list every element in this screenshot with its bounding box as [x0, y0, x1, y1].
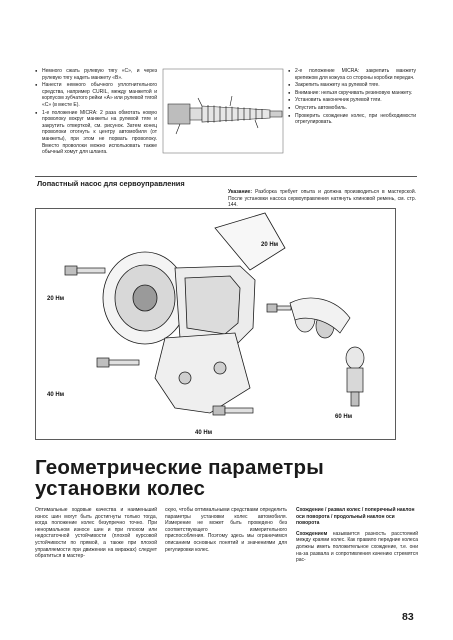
hose-fitting	[289, 297, 365, 407]
right-item-4: Установить наконечник рулевой тяги.	[288, 97, 416, 104]
bottom-col-3-para: Схождением называется разность расстояни…	[296, 531, 418, 564]
bottom-col-1: Оптимальные ходовые качества и наименьши…	[35, 507, 157, 561]
right-item-1: 2-е положение MICRA: закрепить манжету к…	[288, 68, 416, 81]
steering-boot-illustration	[162, 68, 284, 154]
left-item-3: 1-е положение MICRA: 2 раза обмотать нов…	[35, 110, 157, 156]
bottom-col-1-text: Оптимальные ходовые качества и наименьши…	[35, 507, 157, 560]
left-column: Немного сжать рулевую тягу «C», и через …	[35, 68, 157, 157]
right-item-3: Внимание: нельзя скручивать резиновую ма…	[288, 90, 416, 97]
chapter-title: Геометрические параметры установки колес	[35, 456, 324, 500]
section-divider	[35, 176, 417, 177]
bottom-col-3-heading: Схождение / развал колес / поперечный на…	[296, 507, 415, 527]
bottom-col-3: Схождение / развал колес / поперечный на…	[296, 507, 418, 565]
torque-label-3: 40 Нм	[47, 392, 65, 398]
torque-label-2: 20 Нм	[47, 296, 65, 302]
pump-figure: 20 Нм 20 Нм 40 Нм 40 Нм 60 Нм	[35, 208, 396, 440]
bracket	[154, 212, 286, 414]
torque-label-1: 20 Нм	[261, 242, 279, 248]
bottom-col-3-label: Схождением	[296, 530, 328, 537]
torque-label-5: 60 Нм	[335, 414, 353, 420]
right-item-2: Закрепить манжету на рулевой тяге.	[288, 82, 416, 89]
right-column: 2-е положение MICRA: закрепить манжету к…	[288, 68, 416, 127]
bottom-col-3-text: называется разность расстояний между кра…	[296, 530, 419, 564]
bottom-col-2: скую, чтобы оптимальными средствами опре…	[165, 507, 287, 554]
note: Указание: Разборка требует опыта и должн…	[228, 189, 416, 209]
right-item-6: Проверить схождение колес, при необходим…	[288, 113, 416, 126]
section-title: Лопастный насос для сервоуправления	[37, 179, 185, 188]
torque-label-4: 40 Нм	[195, 430, 213, 436]
bottom-col-2-text: скую, чтобы оптимальными средствами опре…	[165, 507, 287, 553]
note-text: Разборка требует опыта и должна производ…	[228, 189, 416, 209]
note-label: Указание:	[228, 189, 253, 195]
left-item-2: Нанести немного обычного уплотнительного…	[35, 82, 157, 108]
page-number: 83	[402, 611, 414, 623]
right-item-5: Опустить автомобиль.	[288, 105, 416, 112]
left-item-1: Немного сжать рулевую тягу «C», и через …	[35, 68, 157, 81]
pump-body	[102, 251, 256, 347]
bolts	[64, 265, 292, 416]
